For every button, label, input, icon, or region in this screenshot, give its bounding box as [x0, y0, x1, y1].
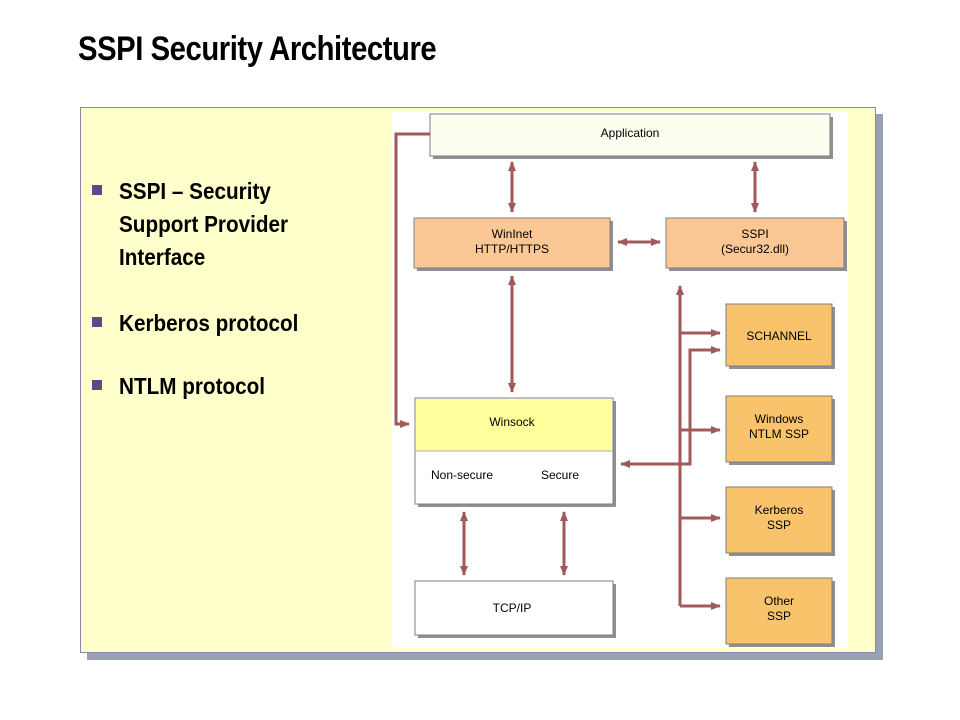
- sspi-label-line1: SSPI: [741, 227, 768, 241]
- sspi-label-line2: (Secur32.dll): [721, 242, 789, 256]
- schannel-box: SCHANNEL: [725, 303, 835, 369]
- bullet-sspi: SSPI – Security Support Provider Interfa…: [92, 175, 382, 274]
- bullet-text-ntlm: NTLM protocol: [119, 373, 266, 399]
- sspi-box: SSPI (Secur32.dll): [665, 217, 847, 271]
- arrow-application-to-winsock: [394, 132, 430, 428]
- tcpip-label: TCP/IP: [493, 601, 532, 615]
- secure-label: Secure: [541, 468, 579, 482]
- bullet-text-sspi: SSPI – Security Support Provider Interfa…: [119, 178, 289, 270]
- slide-title: SSPI Security Architecture: [78, 30, 437, 68]
- other-ssp-box: Other SSP: [725, 577, 835, 647]
- non-secure-label: Non-secure: [431, 468, 493, 482]
- diagram-background: [392, 112, 848, 648]
- bullet-list: SSPI – Security Support Provider Interfa…: [92, 175, 382, 433]
- wininet-label-line1: WinInet: [492, 227, 533, 241]
- bullet-square-icon: [92, 380, 102, 390]
- wininet-label-line2: HTTP/HTTPS: [475, 242, 549, 256]
- bullet-square-icon: [92, 317, 102, 327]
- bullet-ntlm: NTLM protocol: [92, 370, 382, 403]
- arrow-ssp-to-winsock-secure: [620, 346, 721, 468]
- wininet-box: WinInet HTTP/HTTPS: [413, 217, 613, 271]
- kerberos-label-line2: SSP: [767, 518, 791, 532]
- kerberos-label-line1: Kerberos: [755, 503, 804, 517]
- other-label-line2: SSP: [767, 609, 791, 623]
- bullet-text-kerberos: Kerberos protocol: [119, 310, 299, 336]
- bullet-square-icon: [92, 185, 102, 195]
- other-label-line1: Other: [764, 594, 794, 608]
- schannel-label: SCHANNEL: [746, 329, 812, 343]
- tcpip-box: TCP/IP: [414, 580, 616, 638]
- kerberos-ssp-box: Kerberos SSP: [725, 486, 835, 556]
- ntlm-label-line2: NTLM SSP: [749, 427, 809, 441]
- application-box: Application: [429, 113, 833, 159]
- application-label: Application: [601, 126, 660, 140]
- winsock-box: Winsock Non-secure Secure: [414, 397, 616, 507]
- ntlm-ssp-box: Windows NTLM SSP: [725, 395, 835, 465]
- bullet-kerberos: Kerberos protocol: [92, 307, 382, 340]
- ntlm-label-line1: Windows: [755, 412, 804, 426]
- winsock-label: Winsock: [489, 415, 535, 429]
